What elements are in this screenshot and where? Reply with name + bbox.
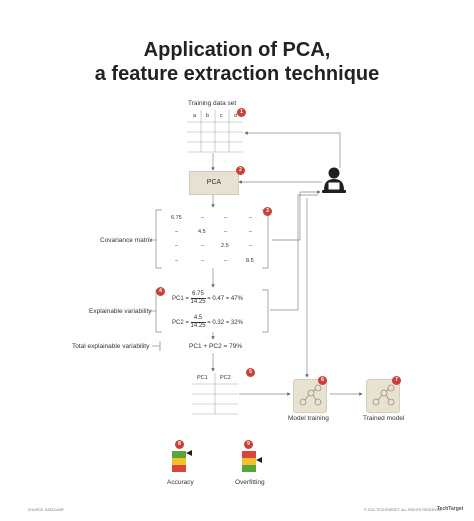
step-badge-8: 8 (175, 440, 184, 449)
training-col-d: d (234, 113, 238, 119)
meter-yellow-segment (242, 458, 256, 465)
cov-r2c3: – (224, 229, 228, 235)
title-line-1: Application of PCA, (143, 39, 331, 61)
step-badge-6: 6 (318, 376, 327, 385)
pc1-numerator: 6.75 (190, 291, 206, 299)
step-badge-7: 7 (392, 376, 401, 385)
pc1-fraction: 6.75 14.25 (190, 291, 206, 306)
pc1-result: = 0.47 = 47% (207, 296, 243, 303)
meter-red-segment (242, 451, 256, 458)
total-formula: PC1 + PC2 = 79% (189, 343, 243, 350)
explainable-label: Explainable variability (89, 308, 152, 315)
trained-model-label: Trained model (363, 415, 405, 422)
person-laptop-icon (322, 167, 346, 193)
step-badge-2: 2 (236, 166, 245, 175)
cov-r2c2: 4.5 (198, 229, 206, 235)
step-badge-4: 4 (156, 287, 165, 296)
covariance-label: Covariance matrix (100, 237, 153, 244)
pc2-name: PC2 (172, 320, 184, 327)
pc2-fraction: 4.5 14.25 (190, 315, 206, 330)
pc1-denominator: 14.25 (190, 299, 206, 305)
pc2-equation: PC2 = 4.5 14.25 = 0.32 = 32% (172, 315, 243, 330)
pc1-name: PC1 (172, 296, 184, 303)
meter-green-segment (242, 465, 256, 472)
training-set-label: Training data set (188, 100, 237, 107)
training-col-a: a (193, 113, 197, 119)
pc2-numerator: 4.5 (190, 315, 206, 323)
cov-r3c2: – (201, 243, 205, 249)
cov-r1c1: 6.75 (171, 215, 182, 221)
step-badge-9: 9 (244, 440, 253, 449)
step-badge-3: 3 (263, 207, 272, 216)
overfitting-pointer-icon (256, 457, 262, 463)
accuracy-label: Accuracy (167, 479, 194, 486)
cov-r1c4: – (249, 215, 253, 221)
step-badge-5: 5 (246, 368, 255, 377)
title-line-2: a feature extraction technique (94, 63, 380, 85)
accuracy-pointer-icon (186, 450, 192, 456)
cov-r4c4: 8.5 (246, 258, 254, 264)
overfitting-meter (242, 451, 256, 472)
network-icon (299, 384, 322, 406)
cov-r3c3: 2.5 (221, 243, 229, 249)
meter-yellow-segment (172, 458, 186, 465)
cov-r4c1: – (175, 258, 179, 264)
step-badge-1: 1 (237, 108, 246, 117)
meter-red-segment (172, 465, 186, 472)
cov-r4c2: – (201, 258, 205, 264)
reduced-table (192, 373, 238, 415)
model-training-label: Model training (288, 415, 329, 422)
total-label: Total explainable variability (72, 343, 150, 350)
reduced-col-pc2: PC2 (220, 375, 231, 381)
meter-green-segment (172, 451, 186, 458)
training-col-b: b (206, 113, 210, 119)
pca-box: PCA (189, 171, 239, 195)
cov-r2c4: – (249, 229, 253, 235)
reduced-col-pc1: PC1 (197, 375, 208, 381)
footer-copyright: © 2021 TECHTARGET. ALL RIGHTS RESERVED. (364, 508, 443, 512)
accuracy-meter (172, 451, 186, 472)
cov-r1c3: – (224, 215, 228, 221)
overfitting-label: Overfitting (235, 479, 265, 486)
network-icon (372, 384, 395, 406)
diagram-title: Application of PCA, a feature extraction… (0, 38, 474, 86)
cov-r3c1: – (175, 243, 179, 249)
cov-r3c4: – (249, 243, 253, 249)
pc1-equation: PC1 = 6.75 14.25 = 0.47 = 47% (172, 291, 243, 306)
training-set-table (187, 110, 243, 153)
pc2-denominator: 14.25 (190, 323, 206, 329)
techtarget-logo: TechTarget (437, 506, 464, 512)
training-col-c: c (220, 113, 223, 119)
footer-source: SOURCE: DATACAMP (28, 508, 64, 512)
cov-r2c1: – (175, 229, 179, 235)
pc2-result: = 0.32 = 32% (207, 320, 243, 327)
cov-r4c3: – (224, 258, 228, 264)
cov-r1c2: – (201, 215, 205, 221)
